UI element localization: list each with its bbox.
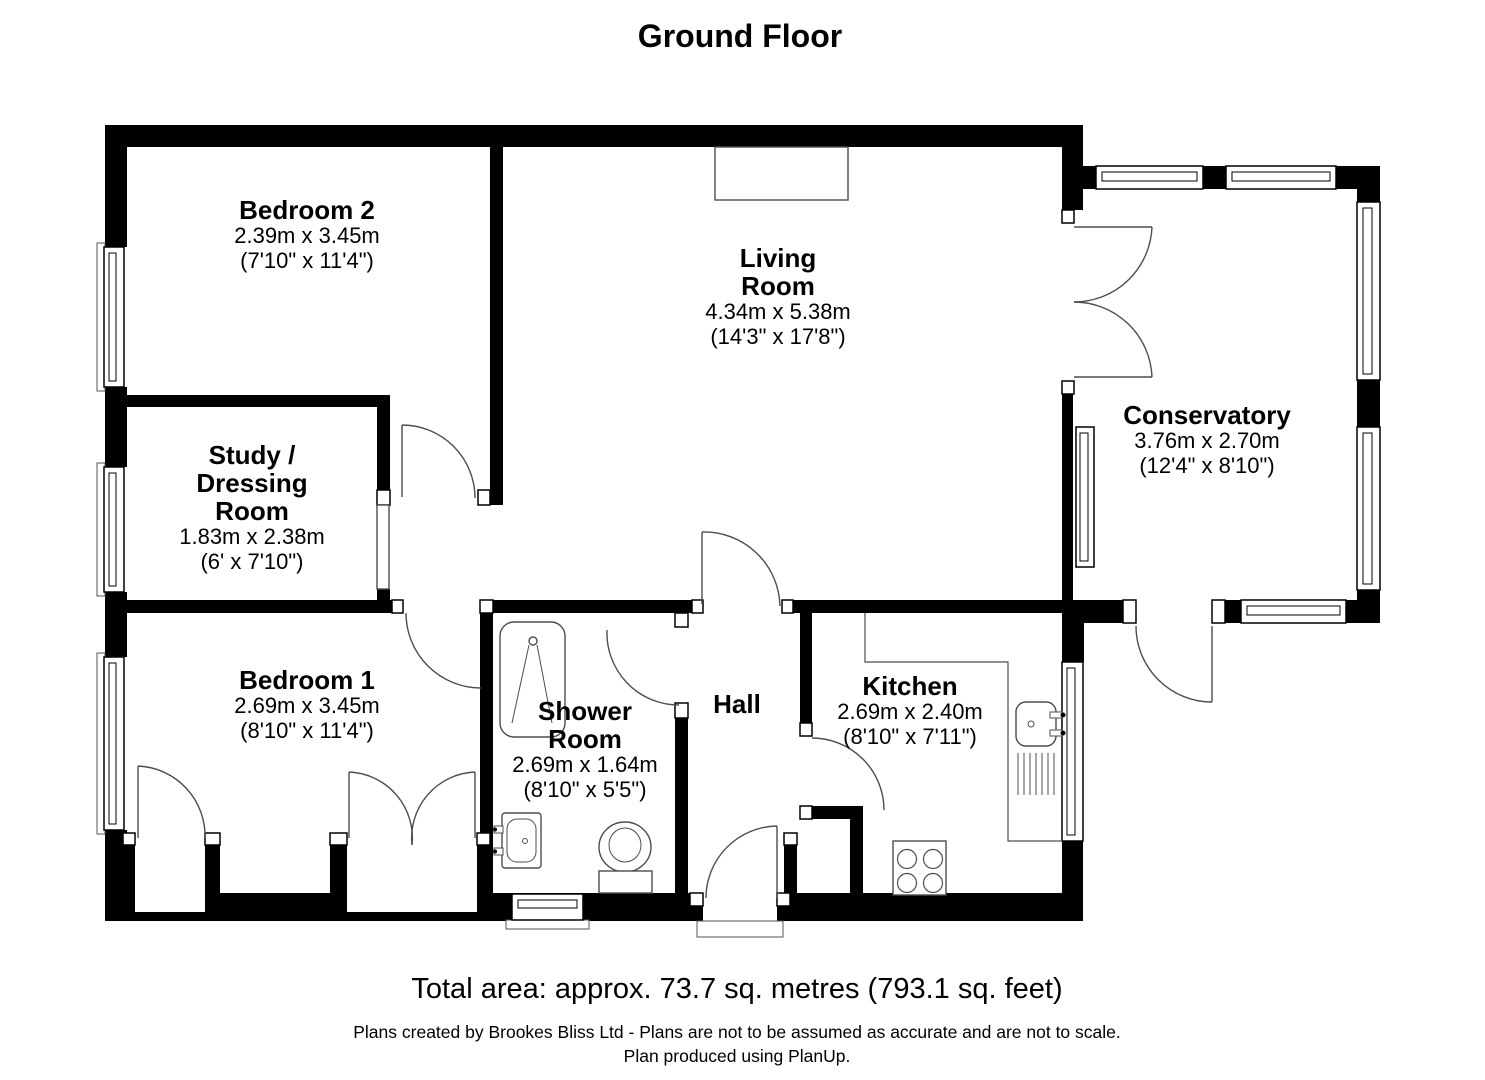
bedroom1-french-doors [348, 771, 476, 846]
chimney-breast [714, 146, 849, 201]
kitchen-door [811, 737, 885, 811]
corridor-door [401, 424, 476, 499]
disclaimer-text: Plans created by Brookes Bliss Ltd - Pla… [353, 1022, 1121, 1042]
bedroom1-door [405, 612, 482, 689]
room-label-kitchen: Kitchen 2.69m x 2.40m (8'10" x 7'11") [837, 671, 983, 749]
basin-icon [493, 812, 542, 869]
conservatory-french-doors [1073, 226, 1153, 378]
shower-tray-icon [499, 621, 566, 738]
drainer-lines [1017, 753, 1055, 795]
doors [137, 226, 1213, 938]
room-label-study-dressing-room: Study / Dressing Room 1.83m x 2.38m (6' … [179, 440, 325, 574]
room-label-bedroom-2: Bedroom 2 2.39m x 3.45m (7'10" x 11'4") [234, 195, 380, 273]
total-area-text: Total area: approx. 73.7 sq. metres (793… [411, 973, 1063, 1005]
kitchen-counter [864, 613, 1062, 842]
conservatory-garden-door [1135, 625, 1213, 703]
front-door [705, 825, 778, 899]
interior-walls [123, 147, 1062, 893]
room-label-shower-room: Shower Room 2.69m x 1.64m (8'10" x 5'5") [512, 696, 658, 802]
hob-icon [892, 840, 947, 896]
fixtures [493, 146, 1066, 896]
room-label-conservatory: Conservatory 3.76m x 2.70m (12'4" x 8'10… [1123, 400, 1291, 478]
page-title: Ground Floor [637, 18, 843, 54]
produced-with-text: Plan produced using PlanUp. [623, 1046, 851, 1066]
door-jambs [122, 209, 1226, 907]
study-door [376, 504, 390, 590]
room-label-hall: Hall [713, 689, 761, 719]
room-label-living-room: Living Room 4.34m x 5.38m (14'3" x 17'8"… [705, 243, 851, 349]
hall-living-door [701, 531, 781, 607]
exterior-walls [105, 125, 1380, 921]
wall-openings [135, 893, 777, 921]
room-label-bedroom-1: Bedroom 1 2.69m x 3.45m (8'10" x 11'4") [234, 665, 380, 743]
bedroom1-patio-door [137, 765, 206, 839]
kitchen-sink-icon [1015, 701, 1066, 747]
windows [96, 165, 1381, 930]
toilet-icon [598, 821, 653, 894]
front-door-step [696, 920, 784, 938]
shower-door [606, 629, 680, 706]
